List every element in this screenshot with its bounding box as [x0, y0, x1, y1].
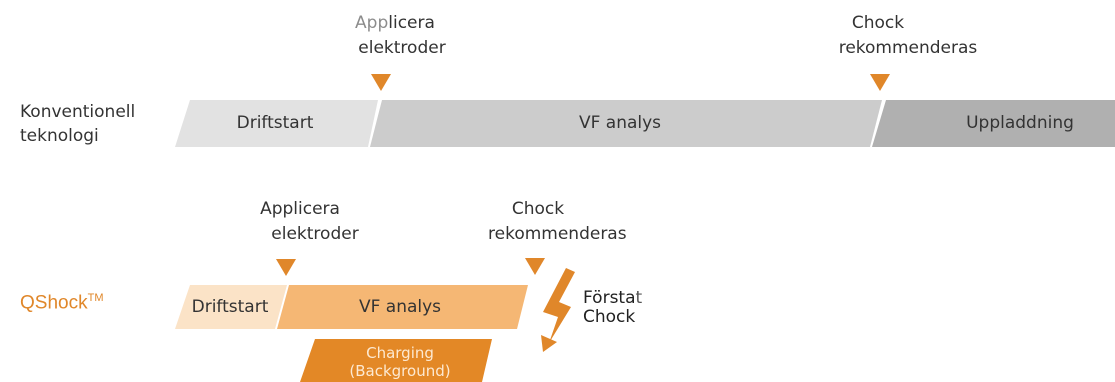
conv-upload-label: Uppladdning [966, 113, 1074, 133]
first-shock-line: Chock [583, 307, 636, 327]
qs-charging-segment [300, 339, 492, 382]
marker-line: Applicera [330, 11, 460, 36]
marker-line: rekommenderas [838, 38, 978, 58]
lightning-bolt-icon [543, 268, 575, 343]
triangle-down-icon [870, 74, 890, 91]
triangle-down-icon [276, 259, 296, 276]
marker-line: elektroder [358, 38, 446, 58]
qs-charging-label: Charging (Background) [320, 344, 480, 380]
row-label-line: Konventionell [20, 102, 136, 122]
qs-marker-shock-recommended: Chock rekommenderas [468, 197, 627, 247]
marker-text-muted: App [355, 13, 389, 33]
marker-apply-electrodes: Applicera elektroder [330, 11, 460, 61]
conv-driftstart-label: Driftstart [236, 113, 314, 133]
charging-line: (Background) [349, 362, 451, 380]
first-shock-label: Förstаt Chock [583, 289, 642, 327]
marker-text: licera [388, 13, 435, 33]
marker-line: elektroder [271, 224, 359, 244]
marker-shock-recommended: Chock rekommenderas [838, 11, 978, 61]
conv-upload-segment [872, 100, 1115, 147]
marker-line: Chock [511, 199, 565, 219]
trademark: TM [87, 292, 104, 304]
triangle-down-icon [525, 258, 545, 275]
conv-vf-label: VF analys [578, 113, 662, 133]
qs-driftstart-label: Driftstart [191, 297, 269, 317]
first-shock-line: Förstаt [583, 289, 642, 308]
qs-vf-label: VF analys [358, 297, 442, 317]
triangle-down-icon [371, 74, 391, 91]
row-label-conventional: Konventionell teknologi [20, 100, 135, 148]
first-shock-text-thin: t [635, 288, 643, 308]
conv-vf-segment [370, 100, 882, 147]
brand-name: QShock [20, 292, 88, 314]
qs-driftstart-segment [175, 285, 287, 329]
qshock-brand: QShockTM [20, 292, 103, 314]
marker-line: rekommenderas [488, 224, 627, 244]
marker-line: Applicera [260, 199, 340, 219]
first-shock-text: Förstа [583, 288, 636, 308]
lightning-arrow-head-icon [541, 335, 557, 352]
qs-vf-segment [277, 285, 528, 329]
marker-line: Chock [851, 13, 905, 33]
charging-line: Charging [366, 344, 434, 362]
conv-driftstart-segment [175, 100, 378, 147]
row-label-line: teknologi [20, 126, 99, 146]
qs-marker-apply-electrodes: Applicera elektroder [235, 197, 375, 247]
